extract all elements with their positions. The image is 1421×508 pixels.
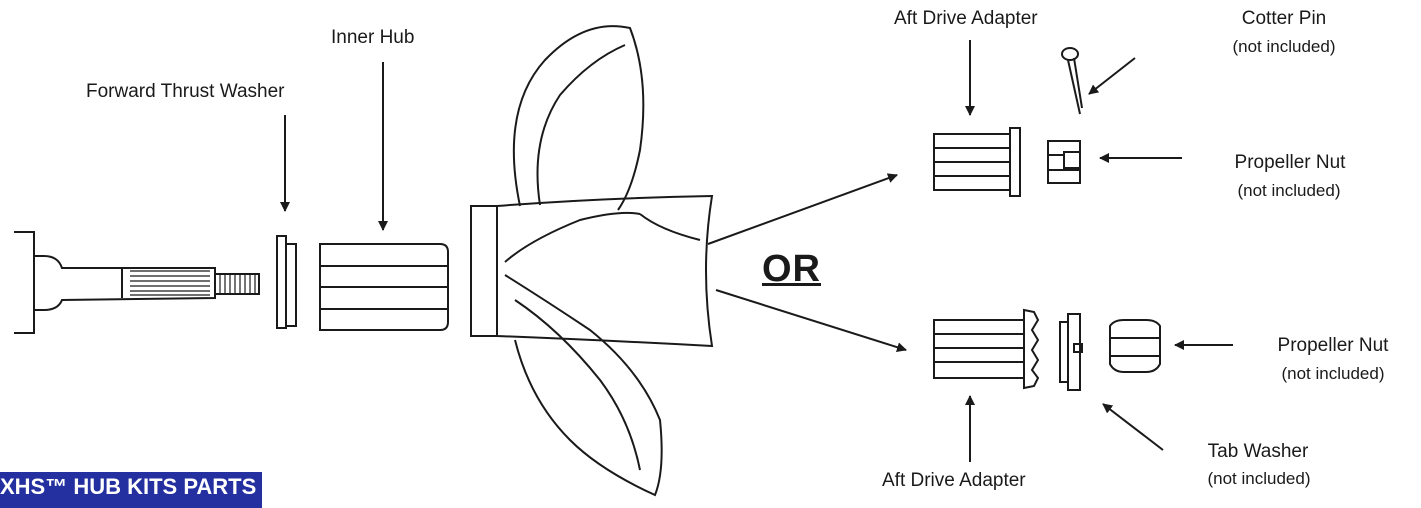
label-aft-drive-adapter-bottom: Aft Drive Adapter: [882, 470, 1026, 492]
propeller-nut-top: [1048, 141, 1080, 183]
cotter-pin: [1062, 48, 1082, 114]
propeller-nut-bottom: [1110, 320, 1160, 372]
tab-washer: [1060, 314, 1082, 390]
label-propeller-nut-top-note: (not included): [1220, 180, 1358, 202]
xhs-hub-kits-banner: XHS™ HUB KITS PARTS: [0, 472, 262, 508]
forward-thrust-washer: [277, 236, 296, 328]
label-cotter-pin: Cotter Pin: [1231, 8, 1337, 30]
aft-drive-adapter-top: [934, 128, 1020, 196]
label-tab-washer-note: (not included): [1190, 468, 1328, 490]
callout-arrows: [285, 40, 1233, 462]
propeller: [471, 26, 712, 495]
or-text: OR: [762, 248, 821, 291]
aft-drive-adapter-bottom: [934, 310, 1038, 388]
label-propeller-nut-top: Propeller Nut: [1212, 152, 1368, 174]
inner-hub: [320, 244, 448, 330]
label-forward-thrust-washer: Forward Thrust Washer: [86, 81, 285, 103]
label-inner-hub: Inner Hub: [331, 27, 414, 49]
label-cotter-pin-note: (not included): [1215, 36, 1353, 58]
label-tab-washer: Tab Washer: [1193, 441, 1323, 463]
label-propeller-nut-bottom: Propeller Nut: [1255, 335, 1411, 357]
propeller-shaft: [14, 232, 259, 333]
label-propeller-nut-bottom-note: (not included): [1264, 363, 1402, 385]
label-aft-drive-adapter-top: Aft Drive Adapter: [894, 8, 1038, 30]
